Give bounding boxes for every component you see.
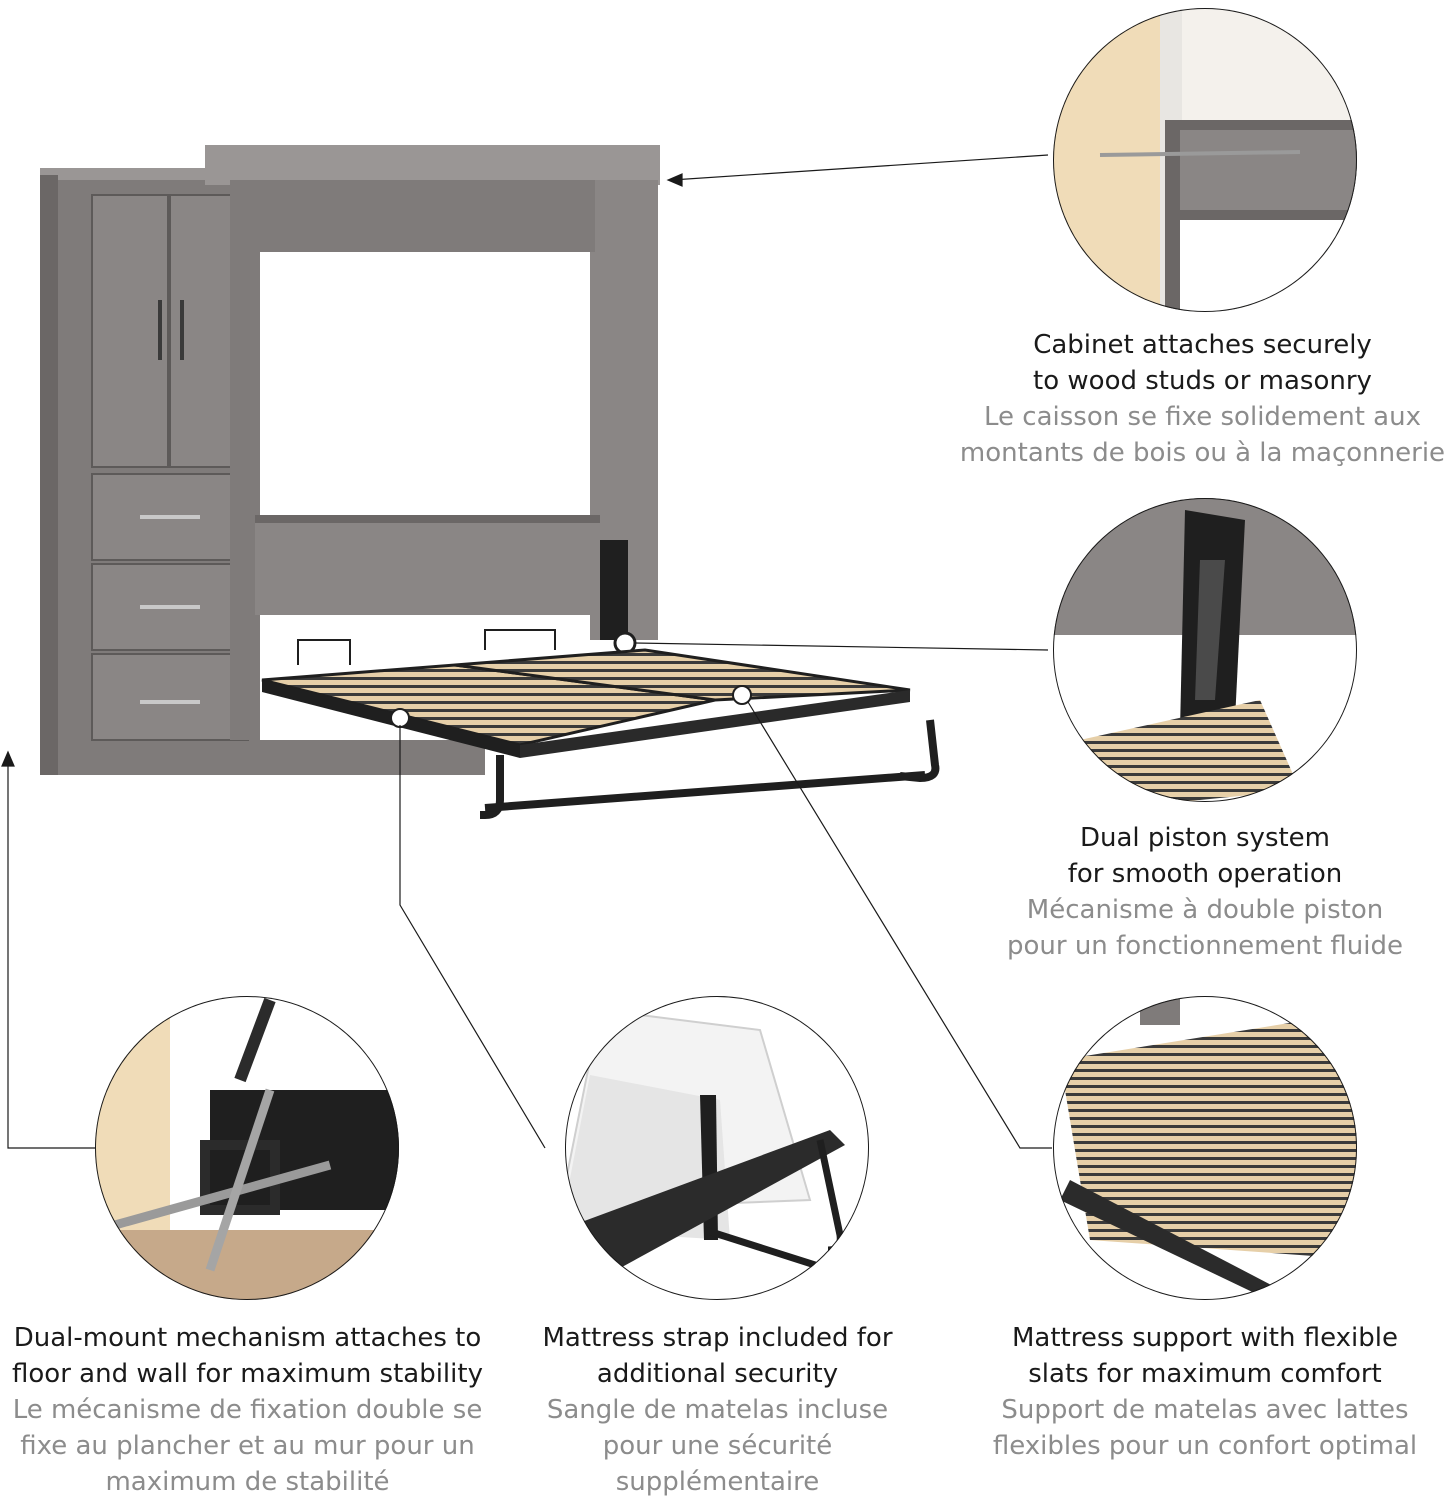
- caption-fr: Support de matelas avec lattes flexibles…: [992, 1395, 1418, 1461]
- drawer-bottom: [91, 653, 249, 741]
- caption-fr: Le mécanisme de fixation double se fixe …: [12, 1395, 483, 1497]
- caption-dual-piston: Dual piston system for smooth operation …: [965, 820, 1445, 964]
- lag-bolt-vertical: [205, 1088, 275, 1272]
- caption-en: Mattress support with flexible slats for…: [1012, 1323, 1398, 1389]
- caption-en: Mattress strap included for additional s…: [542, 1323, 893, 1389]
- lag-bolt-diagonal: [113, 1160, 332, 1230]
- detail-dual-piston: [1053, 498, 1357, 802]
- caption-mattress-strap: Mattress strap included for additional s…: [540, 1320, 895, 1500]
- caption-flexible-slats: Mattress support with flexible slats for…: [975, 1320, 1435, 1464]
- screw: [1099, 150, 1301, 157]
- caption-fr: Le caisson se fixe solidement aux montan…: [959, 402, 1446, 468]
- door-handle-left: [158, 300, 162, 360]
- caption-fr: Mécanisme à double piston pour un foncti…: [1006, 895, 1404, 961]
- cabinet-headboard: [255, 520, 600, 615]
- wall-stud: [1053, 8, 1162, 312]
- caption-en: Dual-mount mechanism attaches to floor a…: [12, 1323, 483, 1389]
- tower-door-left: [91, 194, 169, 468]
- caption-cabinet-attach: Cabinet attaches securely to wood studs …: [950, 327, 1455, 471]
- caption-fr: Sangle de matelas incluse pour une sécur…: [546, 1395, 889, 1497]
- caption-en: Dual piston system for smooth operation: [1067, 823, 1343, 889]
- detail-flexible-slats: [1053, 996, 1357, 1300]
- bed-leg-front: [480, 755, 504, 819]
- caption-dual-mount: Dual-mount mechanism attaches to floor a…: [0, 1320, 495, 1500]
- piston-bracket: [600, 540, 628, 640]
- callout-lines: [1, 154, 1052, 1149]
- caption-en: Cabinet attaches securely to wood studs …: [1033, 330, 1372, 396]
- slat-deck-closeup: [1060, 1010, 1357, 1260]
- bed-leg-side: [899, 719, 940, 783]
- cabinet-base: [255, 740, 485, 775]
- cabinet-header: [255, 180, 595, 252]
- detail-mattress-strap: [565, 996, 869, 1300]
- door-handle-right: [180, 300, 184, 360]
- detail-dual-mount: [95, 996, 399, 1300]
- cabinet-top-panel: [205, 145, 660, 185]
- detail-cabinet-attachment: [1053, 8, 1357, 312]
- murphy-bed-unit: [40, 145, 940, 819]
